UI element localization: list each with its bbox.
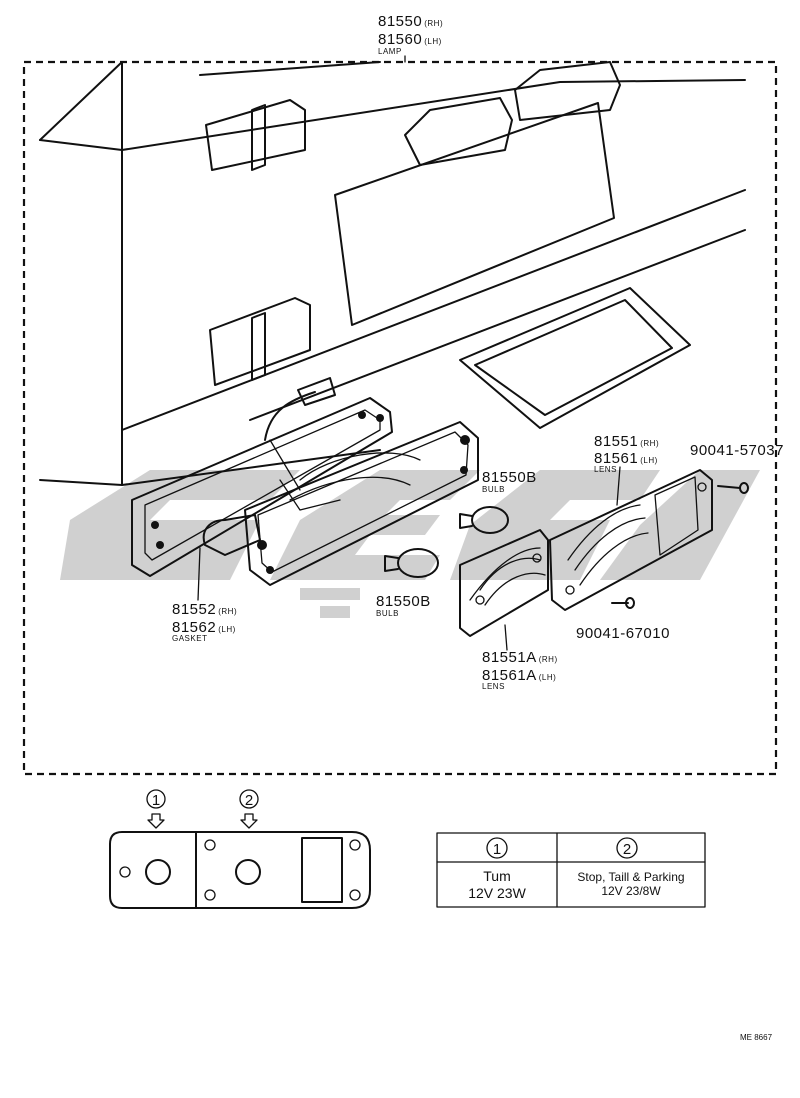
gasket-pn-lh: 81562 <box>172 619 216 636</box>
svg-text:81551A(RH): 81551A(RH) <box>482 649 558 666</box>
lens-a-pn-lh-side: (LH) <box>539 673 557 682</box>
table-col2-num: 2 <box>623 841 631 858</box>
lamp-pn-lh-side: (LH) <box>424 37 442 46</box>
svg-text:81561(LH): 81561(LH) <box>594 450 658 467</box>
table-col1-spec: 12V 23W <box>468 885 526 901</box>
lens-label: 81551(RH) 81561(LH) LENS <box>594 433 659 506</box>
table-col2-function: Stop, Taill & Parking <box>577 870 684 884</box>
vehicle-body <box>39 61 746 486</box>
lamp-pn-lh: 81560 <box>378 31 422 48</box>
lens-pn-lh-side: (LH) <box>640 456 658 465</box>
lens-name: LENS <box>594 465 617 474</box>
lens-a-label: 81551A(RH) 81561A(LH) LENS <box>482 624 558 691</box>
lens <box>549 469 713 611</box>
gasket-pn-lh-side: (LH) <box>218 625 236 634</box>
svg-text:81552(RH): 81552(RH) <box>172 601 237 618</box>
gasket-name: GASKET <box>172 634 207 643</box>
table-col1-function: Tum <box>483 868 510 884</box>
bulb-upper-pn: 81550B <box>482 469 537 486</box>
lens-a <box>459 529 549 637</box>
lens-pn-lh: 81561 <box>594 450 638 467</box>
lamp-pn-rh-side: (RH) <box>424 19 443 28</box>
bulb-upper <box>459 506 509 534</box>
bulb-lower <box>384 548 439 578</box>
marker-1: 1 <box>146 789 166 829</box>
bulb-upper-label: 81550B BULB <box>482 469 537 494</box>
svg-text:81551(RH): 81551(RH) <box>594 433 659 450</box>
bulb-lower-name: BULB <box>376 609 399 618</box>
marker-2-num: 2 <box>245 792 253 809</box>
svg-text:81561A(LH): 81561A(LH) <box>482 667 556 684</box>
lamp-housing <box>131 397 479 586</box>
gasket-pn-rh-side: (RH) <box>218 607 237 616</box>
screw-upper-pn: 90041-57037 <box>690 442 784 459</box>
marker-1-num: 1 <box>152 792 160 809</box>
svg-text:81560(LH): 81560(LH) <box>378 31 442 48</box>
screw-lower <box>611 597 635 609</box>
screw-lower-pn: 90041-67010 <box>576 625 670 642</box>
lamp-pn-rh: 81550 <box>378 13 422 30</box>
lamp-front-view <box>109 831 371 909</box>
table-col1-num: 1 <box>493 841 501 858</box>
bulb-spec-table: 1 2 Tum 12V 23W Stop, Taill & Parking 12… <box>436 832 706 908</box>
watermark-logo <box>60 470 760 618</box>
svg-text:81562(LH): 81562(LH) <box>172 619 236 636</box>
bulb-upper-name: BULB <box>482 485 505 494</box>
lamp-name: LAMP <box>378 47 402 56</box>
reference-code: ME 8667 <box>740 1033 773 1042</box>
screw-upper <box>717 482 749 494</box>
lens-pn-rh-side: (RH) <box>640 439 659 448</box>
table-col2-spec: 12V 23/8W <box>601 884 661 898</box>
lens-a-name: LENS <box>482 682 505 691</box>
assembly-boundary <box>22 60 778 776</box>
lens-a-pn-rh: 81551A <box>482 649 537 666</box>
lens-pn-rh: 81551 <box>594 433 638 450</box>
bulb-lower-pn: 81550B <box>376 593 431 610</box>
lens-a-pn-lh: 81561A <box>482 667 537 684</box>
bulb-lower-label: 81550B BULB <box>376 593 431 618</box>
svg-text:81550(RH): 81550(RH) <box>378 13 443 30</box>
gasket-pn-rh: 81552 <box>172 601 216 618</box>
lens-a-pn-rh-side: (RH) <box>539 655 558 664</box>
marker-2: 2 <box>239 789 259 829</box>
gasket-label: 81552(RH) 81562(LH) GASKET <box>172 547 237 643</box>
lamp-label: 81550(RH) 81560(LH) LAMP <box>378 13 443 63</box>
